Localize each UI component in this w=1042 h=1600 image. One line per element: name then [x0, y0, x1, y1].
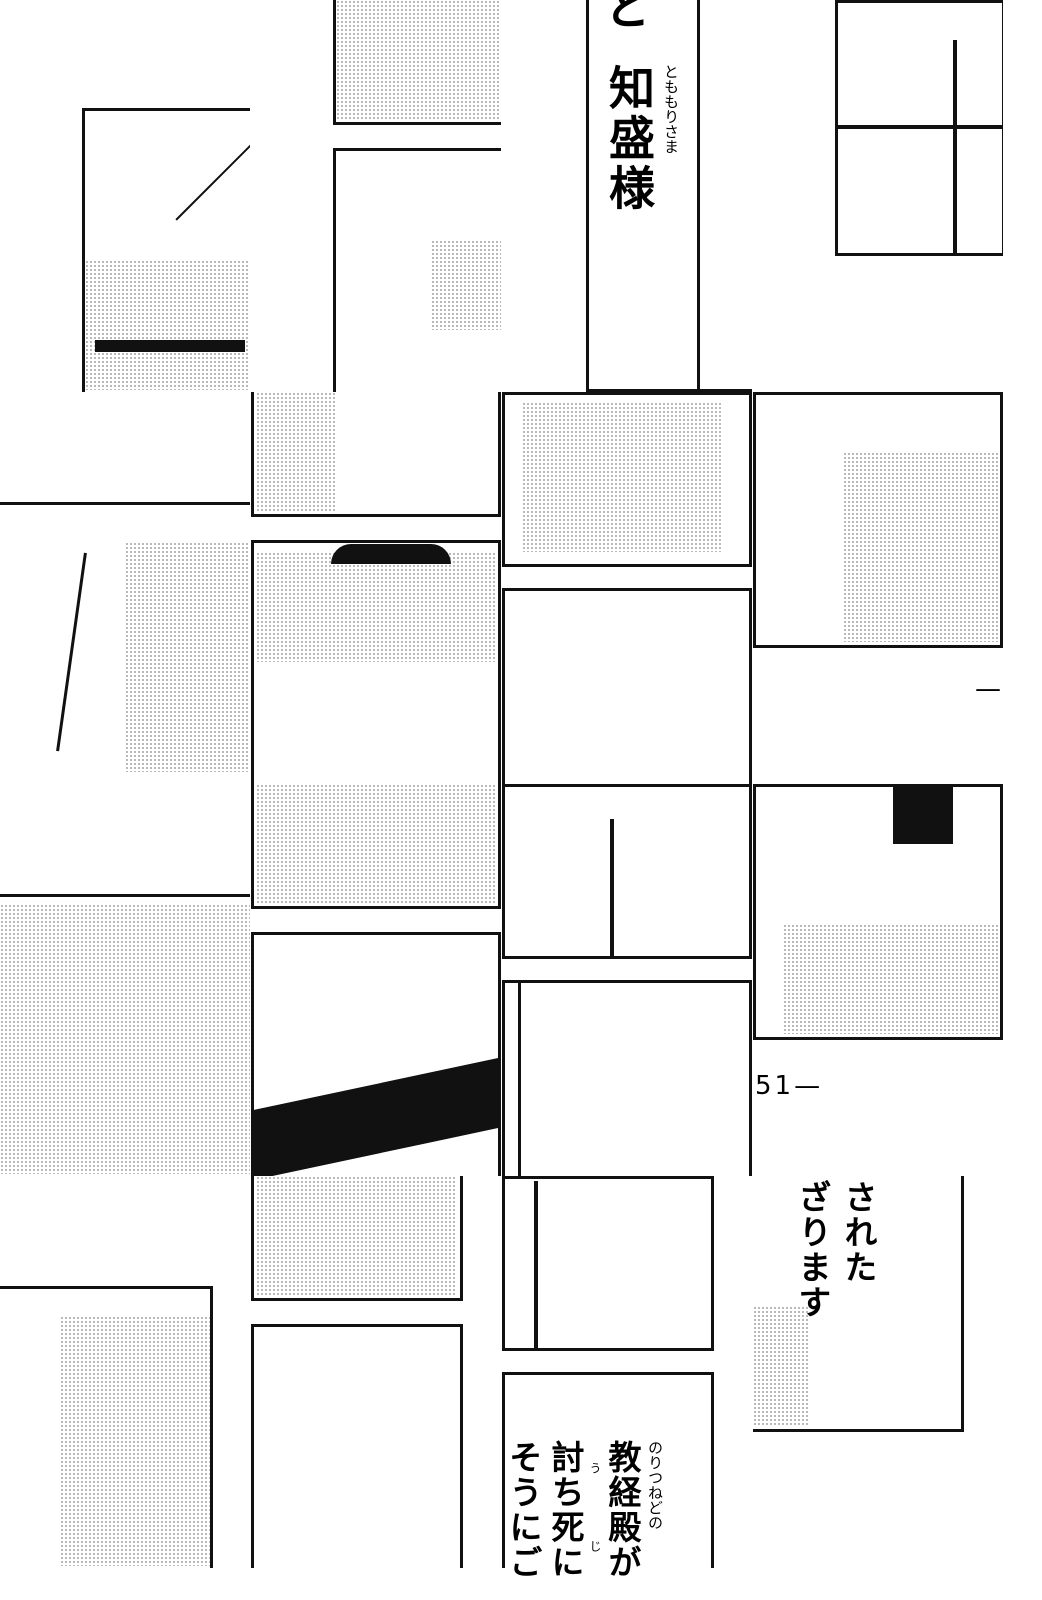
- panel-border: [961, 1176, 964, 1432]
- manga-tile: [502, 784, 752, 1176]
- pillar: [518, 980, 521, 1176]
- armor: [783, 924, 998, 1034]
- wall-post: [953, 40, 957, 255]
- panel-border: [586, 389, 752, 392]
- helmet: [256, 552, 496, 662]
- boat: [256, 1176, 456, 1296]
- armored-warrior: [85, 260, 250, 390]
- manga-tile: [753, 0, 1003, 392]
- ruby-tomomori: とももりさま: [662, 64, 680, 154]
- ruby-noritsune: のりつねどの: [646, 1440, 664, 1530]
- manga-tile: [0, 1176, 250, 1568]
- manga-tile: [502, 392, 752, 784]
- speech-line: 教経殿が: [603, 1440, 642, 1580]
- page-number: 51—: [755, 1071, 824, 1101]
- speech-line: された: [839, 1180, 878, 1285]
- manga-tile: [502, 0, 752, 392]
- manga-tile: [0, 0, 250, 392]
- manga-tile: 51—: [753, 784, 1003, 1176]
- flag-pole: [534, 1181, 538, 1351]
- samurai: [125, 542, 250, 772]
- speech-tomomori: 知盛様: [602, 64, 656, 214]
- manga-tile: [502, 1176, 752, 1568]
- wall-beam: [835, 125, 1003, 129]
- speech-line: ざります: [793, 1180, 832, 1320]
- manga-tile: [753, 1176, 1003, 1568]
- panel-border: [586, 0, 589, 392]
- flag-pole: [610, 819, 614, 959]
- speech-line: 討ち死に: [546, 1440, 585, 1580]
- dialogue-panel: [502, 1372, 714, 1568]
- manga-tile: [251, 0, 501, 392]
- armor: [336, 0, 501, 120]
- boat: [256, 392, 336, 512]
- court-hat: [893, 784, 953, 844]
- page-dash: —: [975, 674, 1003, 704]
- helmet-top: [331, 544, 451, 564]
- banner: [522, 402, 722, 552]
- manga-tile: —: [753, 392, 1003, 784]
- manga-tile: [251, 784, 501, 1176]
- tassel: [431, 240, 501, 330]
- flag-panel: [502, 784, 752, 959]
- panel: [502, 588, 752, 784]
- fighting-warriors: [0, 904, 250, 1174]
- boat: [256, 784, 496, 904]
- manga-tile: [0, 784, 250, 1176]
- exclamation-text: と: [598, 0, 652, 34]
- panel-border: [697, 0, 700, 392]
- armor-band: [95, 340, 245, 352]
- speech-line: そうにご: [504, 1440, 543, 1580]
- figure: [753, 1306, 808, 1426]
- manga-tile: [0, 392, 250, 784]
- samurai: [60, 1316, 210, 1566]
- manga-tile: [251, 392, 501, 784]
- shutters: [843, 452, 998, 642]
- ruby-ji: じ: [588, 1540, 602, 1552]
- panel-border: [753, 1429, 964, 1432]
- panel: [251, 1324, 463, 1568]
- panel: [502, 980, 752, 1176]
- manga-tile: [251, 1176, 501, 1568]
- ruby-u: う: [588, 1462, 602, 1474]
